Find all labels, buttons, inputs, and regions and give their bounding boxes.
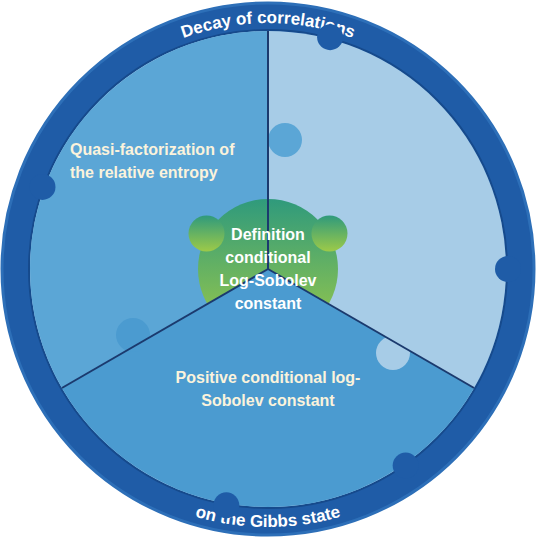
piece-label: Positive conditional log-Sobolev constan… — [148, 366, 388, 412]
piece-label: Quasi-factorization of the relative entr… — [70, 138, 238, 184]
center-label: Definition conditional Log-Sobolev const… — [206, 223, 330, 315]
